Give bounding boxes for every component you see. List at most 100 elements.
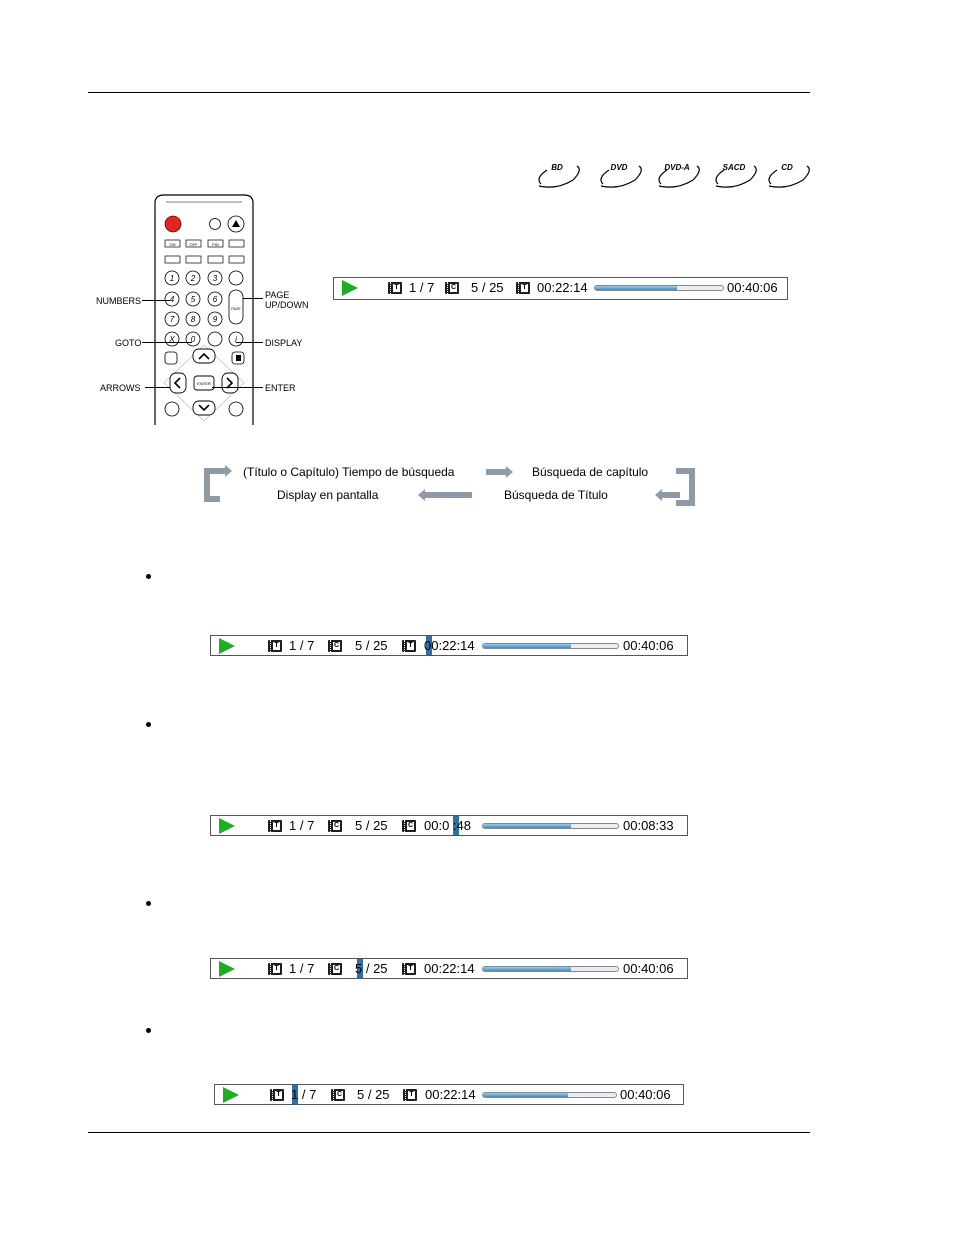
title-icon: T: [268, 640, 282, 652]
osd-title: 1 / 7: [289, 638, 315, 653]
progress-fill: [483, 824, 571, 828]
edit-cursor: [426, 636, 432, 656]
disc-label: CD: [781, 163, 793, 172]
osd-time: 00:0 :48: [424, 818, 471, 833]
disc-logo-bd: BD: [533, 160, 581, 190]
osd-total: 00:40:06: [620, 1087, 671, 1102]
label-numbers: NUMBERS: [96, 296, 142, 306]
svg-text:4: 4: [170, 295, 175, 304]
progress-bar: [482, 643, 619, 649]
leader-line: [212, 387, 263, 388]
flow-arrow: [486, 466, 513, 478]
leader-line: [142, 342, 192, 343]
progress-bar: [482, 823, 619, 829]
svg-text:ON: ON: [170, 242, 176, 247]
disc-logo-dvda: DVD-A: [653, 160, 701, 190]
label-goto: GOTO: [115, 338, 142, 348]
svg-text:i: i: [235, 335, 237, 344]
bullet: [146, 1028, 151, 1033]
flow-bracket-right: [676, 468, 695, 506]
osd-bar-title-search: T 1 / 7 C 5 / 25 T 00:22:14 00:40:06: [214, 1084, 684, 1105]
flow-arrow: [205, 465, 232, 477]
osd-chapter: 5 / 25: [471, 280, 504, 295]
chapter-icon: C: [328, 640, 342, 652]
osd-bar-main: T 1 / 7 C 5 / 25 T 00:22:14 00:40:06: [333, 277, 788, 300]
time-icon: T: [402, 963, 416, 975]
title-icon: T: [388, 282, 402, 294]
bullet: [146, 722, 151, 727]
leader-line: [236, 342, 263, 343]
progress-fill: [483, 644, 571, 648]
osd-chapter: 5 / 25: [357, 1087, 390, 1102]
osd-total: 00:40:06: [623, 961, 674, 976]
osd-chapter: 5 / 25: [355, 638, 388, 653]
progress-fill: [483, 1093, 569, 1097]
osd-title: 1 / 7: [289, 818, 315, 833]
disc-logo-sacd: SACD: [710, 160, 758, 190]
disc-logo-cd: CD: [763, 160, 811, 190]
flow-arrow: [418, 489, 472, 501]
power-button: [164, 215, 182, 233]
progress-fill: [483, 967, 571, 971]
osd-title: 1 / 7: [291, 1087, 317, 1102]
flow-step-chapter-search: Búsqueda de capítulo: [532, 465, 649, 479]
label-enter: ENTER: [265, 383, 296, 393]
play-icon: [219, 638, 235, 654]
osd-title: 1 / 7: [289, 961, 315, 976]
osd-title: 1 / 7: [409, 280, 435, 295]
osd-time: 00:22:14: [424, 961, 475, 976]
flow-step-time-search: (Título o Capítulo) Tiempo de búsqueda: [243, 465, 455, 479]
time-icon: T: [516, 282, 530, 294]
svg-text:6: 6: [213, 295, 218, 304]
svg-text:PAGE: PAGE: [231, 307, 241, 311]
osd-bar-chapter-time: T 1 / 7 C 5 / 25 C 00:0 :48 00:08:33: [210, 815, 688, 836]
osd-total: 00:40:06: [623, 638, 674, 653]
svg-text:5: 5: [191, 295, 196, 304]
header-rule: [88, 92, 810, 93]
label-page-updown: UP/DOWN: [265, 300, 309, 310]
chapter-icon: C: [328, 963, 342, 975]
leader-line: [243, 298, 263, 299]
svg-text:9: 9: [213, 315, 218, 324]
osd-chapter: 5 / 25: [355, 961, 388, 976]
edit-cursor: [292, 1085, 298, 1105]
edit-cursor: [453, 816, 459, 836]
osd-bar-time-search: T 1 / 7 C 5 / 25 T 00:22:14 00:40:06: [210, 635, 688, 656]
play-icon: [219, 818, 235, 834]
title-icon: T: [270, 1089, 284, 1101]
flow-arrow: [655, 489, 680, 501]
svg-text:2: 2: [190, 274, 196, 283]
flow-bracket-left: [204, 468, 220, 502]
play-icon: [342, 280, 358, 296]
svg-text:3: 3: [213, 274, 218, 283]
progress-bar: [594, 285, 724, 291]
progress-bar: [482, 966, 619, 972]
flow-step-title-search: Búsqueda de Título: [504, 488, 608, 502]
title-icon: T: [268, 820, 282, 832]
play-icon: [219, 961, 235, 977]
osd-chapter: 5 / 25: [355, 818, 388, 833]
chapter-icon: C: [328, 820, 342, 832]
svg-text:PIN: PIN: [212, 242, 219, 247]
time-icon: T: [402, 640, 416, 652]
time-icon: T: [403, 1089, 417, 1101]
title-icon: T: [268, 963, 282, 975]
svg-text:7: 7: [170, 315, 175, 324]
chapter-time-icon: C: [402, 820, 416, 832]
disc-label: DVD: [610, 163, 628, 172]
svg-text:8: 8: [191, 315, 196, 324]
label-page: PAGE: [265, 290, 290, 300]
leader-line: [142, 300, 170, 301]
svg-text:OFF: OFF: [190, 242, 199, 247]
standby-icon: [209, 218, 221, 230]
bullet: [146, 901, 151, 906]
label-arrows: ARROWS: [100, 383, 141, 393]
osd-total: 00:40:06: [727, 280, 778, 295]
play-icon: [223, 1087, 239, 1103]
osd-time: 00:22:14: [425, 1087, 476, 1102]
disc-label: DVD-A: [664, 163, 690, 172]
chapter-icon: C: [445, 282, 459, 294]
bullet: [146, 574, 151, 579]
leader-line: [145, 387, 170, 388]
disc-logo-dvd: DVD: [595, 160, 643, 190]
